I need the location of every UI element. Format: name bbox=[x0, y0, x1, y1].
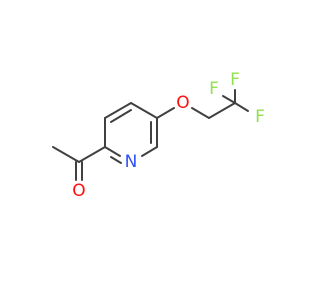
bond-n1-c2-inner bbox=[110, 156, 122, 164]
nitrogen-label: N bbox=[125, 152, 138, 172]
bond-carbonyl-methyl bbox=[52, 146, 80, 163]
bond-cf3-f-top-left bbox=[222, 95, 236, 104]
bond-c5-ether-oxygen bbox=[156, 107, 175, 119]
fluorine-top-left-label: F bbox=[209, 79, 219, 99]
bond-c6-n1 bbox=[141, 146, 158, 157]
bond-ether-oxygen-ch2 bbox=[191, 107, 210, 119]
bond-ch2-cf3 bbox=[208, 102, 236, 119]
ether-oxygen-label: O bbox=[176, 93, 189, 113]
bond-c4-c5 bbox=[130, 102, 158, 119]
bond-n1-c2 bbox=[104, 146, 121, 157]
bond-c3-c4 bbox=[104, 102, 132, 119]
carbonyl-oxygen-label: O bbox=[72, 181, 85, 201]
fluorine-top-right-label: F bbox=[230, 70, 240, 90]
bond-c2-carbonyl bbox=[78, 146, 106, 163]
bond-cf3-f-right bbox=[234, 102, 249, 112]
fluorine-right-label: F bbox=[255, 107, 265, 127]
bond-c3-c4-inner bbox=[110, 109, 132, 123]
molecule-structure: N O O F F F bbox=[52, 70, 265, 201]
